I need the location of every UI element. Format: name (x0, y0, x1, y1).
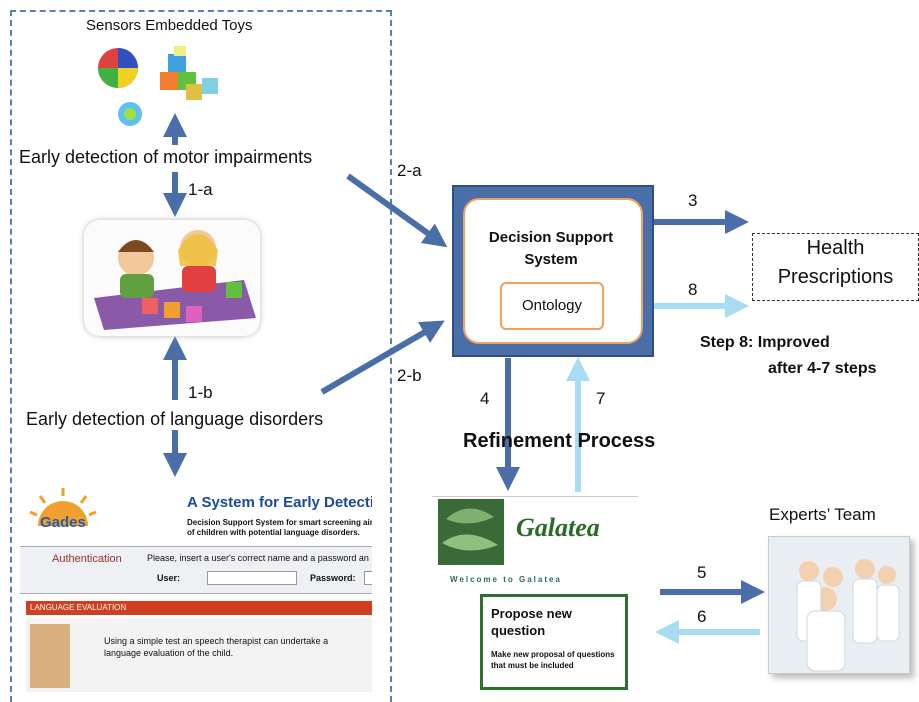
step-3: 3 (688, 191, 698, 210)
gades-password-input[interactable] (364, 571, 372, 585)
dss-title: Decision Support System (488, 229, 614, 268)
children-image (84, 220, 260, 336)
arrow-2b (320, 320, 445, 395)
language-label: Early detection of language disorders (26, 409, 324, 429)
propose-title: Propose new question (491, 606, 572, 638)
gades-eval-panel: Using a simple test an speech therapist … (26, 618, 372, 692)
step-4: 4 (480, 389, 490, 408)
gades-subtitle2: of children with potential language diso… (187, 528, 360, 537)
experts-label: Experts’ Team (769, 505, 876, 524)
gades-auth-panel: Authentication Please, insert a user's c… (20, 546, 372, 594)
gades-eval-text2: language evaluation of the child. (104, 648, 234, 658)
step-1a: 1-a (188, 180, 213, 199)
galatea-title: Galatea (516, 513, 600, 542)
experts-photo (768, 536, 910, 674)
gades-user-label: User: (157, 573, 181, 583)
step-5: 5 (697, 563, 707, 582)
step-8: 8 (688, 280, 698, 299)
step-6: 6 (697, 607, 707, 626)
gades-sun-icon (29, 488, 97, 526)
toys-image (98, 46, 218, 126)
input-region-boundary (10, 10, 392, 702)
gades-subtitle: Decision Support System for smart screen… (187, 518, 372, 527)
gades-title: A System for Early Detection (187, 494, 372, 511)
motor-label: Early detection of motor impairments (19, 147, 313, 167)
step8-line2: after 4-7 steps (768, 360, 877, 377)
gades-password-label: Password: (310, 573, 356, 583)
galatea-screenshot: Galatea Welcome to Galatea (432, 496, 638, 587)
propose-text: Make new proposal of questions that must… (491, 650, 615, 670)
step8-note: Step 8: Improved after 4-7 steps (700, 330, 877, 382)
gades-auth-label: Authentication (52, 553, 122, 565)
gades-screenshot: Gades A System for Early Detection Decis… (20, 478, 372, 692)
step8-line1: Step 8: Improved (700, 334, 830, 351)
refinement-label: Refinement Process (463, 430, 656, 452)
step-1b: 1-b (188, 383, 213, 402)
step-2a: 2-a (397, 161, 422, 180)
step-2b: 2-b (397, 366, 422, 385)
galatea-leaf-image (438, 499, 504, 565)
gades-user-input[interactable] (207, 571, 297, 585)
gades-section-header: LANGUAGE EVALUATION (26, 601, 372, 615)
propose-question-card: Propose new question Make new proposal o… (480, 594, 628, 690)
gades-auth-text: Please, insert a user's correct name and… (147, 553, 369, 563)
arrow-2a (346, 173, 448, 248)
health-prescriptions-box: Health Prescriptions (752, 233, 919, 301)
ontology-box: Ontology (500, 282, 604, 330)
step-7: 7 (596, 389, 606, 408)
sensors-label: Sensors Embedded Toys (86, 17, 253, 34)
gades-logo: Gades (40, 514, 86, 531)
galatea-welcome: Welcome to Galatea (450, 575, 562, 584)
child-photo (30, 624, 70, 688)
gades-eval-text: Using a simple test an speech therapist … (104, 636, 329, 646)
